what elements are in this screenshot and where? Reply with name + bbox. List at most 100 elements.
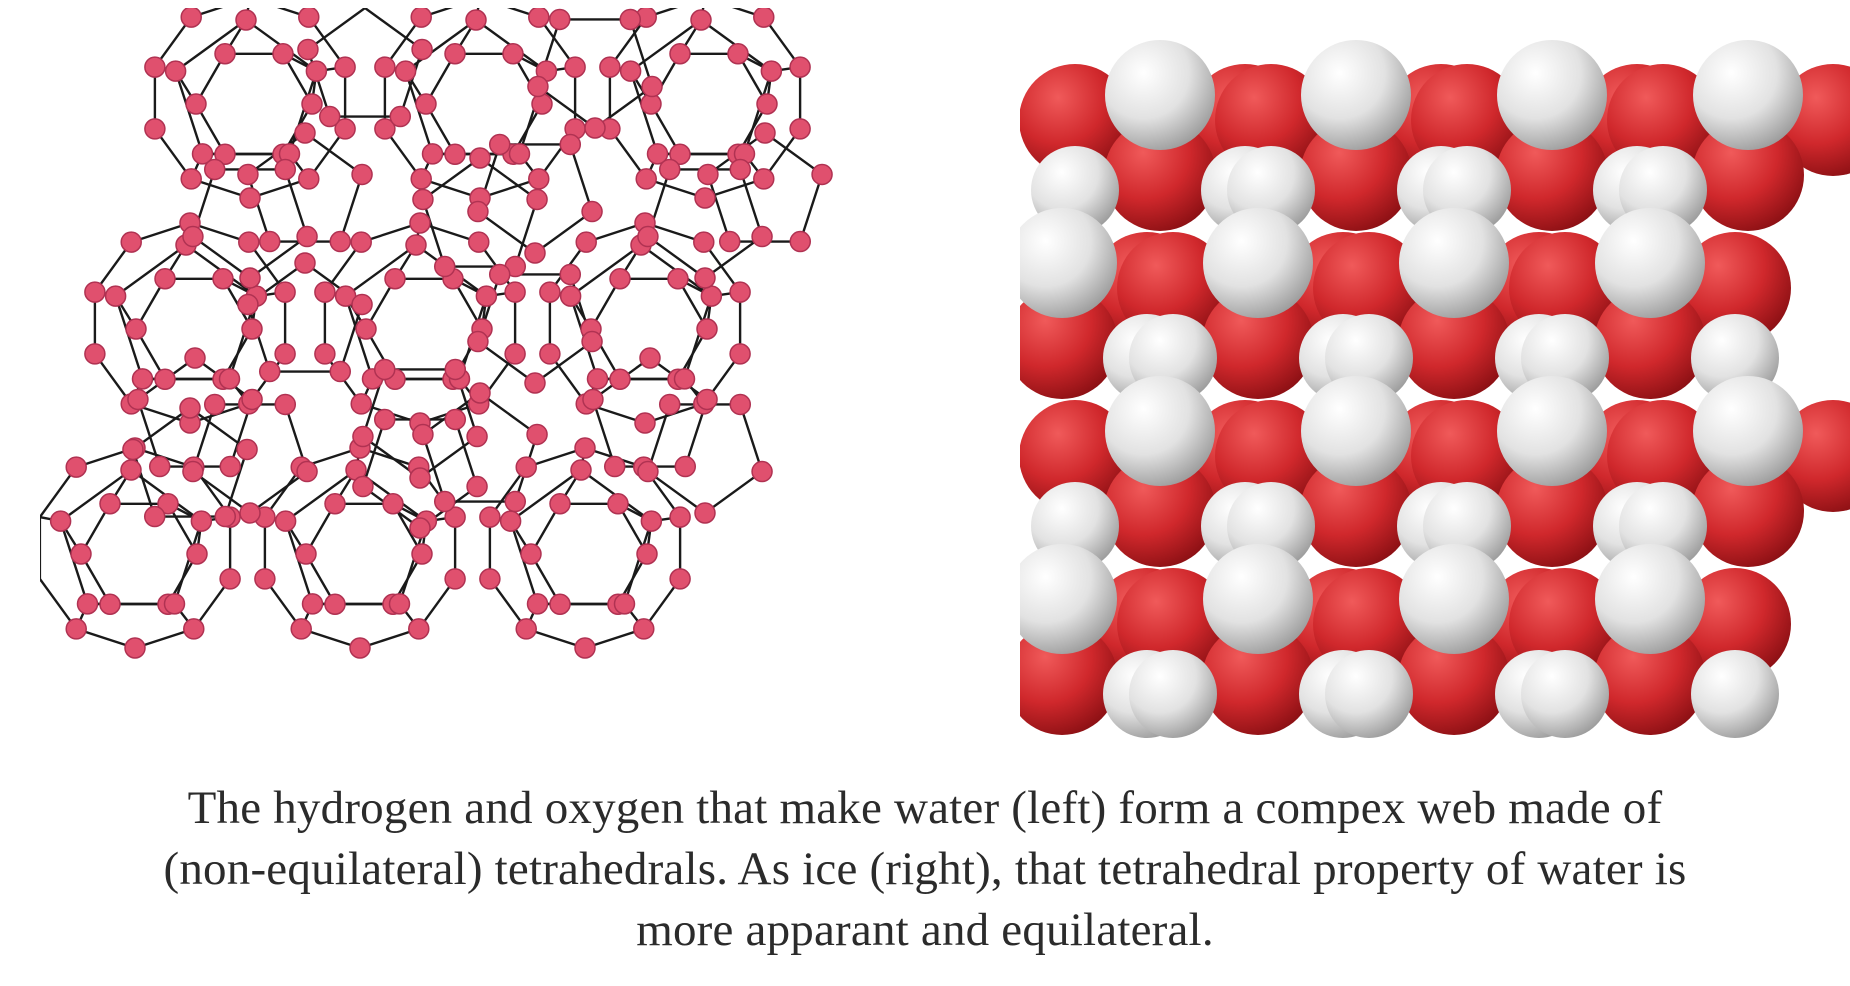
atom-node — [350, 231, 372, 253]
atom-node — [127, 388, 149, 411]
atom-node — [526, 423, 548, 446]
bond-line — [514, 199, 539, 267]
atom-node — [384, 268, 406, 290]
atom-node — [164, 60, 187, 82]
atom-node — [212, 268, 234, 290]
bond-line — [249, 470, 308, 514]
bond-line — [454, 419, 479, 487]
atom-node — [298, 8, 320, 28]
atom-node — [235, 9, 257, 31]
atom-node — [756, 93, 778, 115]
atom-node — [570, 459, 592, 481]
bond-line — [569, 144, 594, 212]
atom-node — [637, 225, 659, 248]
bond-line — [537, 85, 596, 129]
atom-node — [658, 158, 681, 181]
bond-line — [174, 70, 204, 155]
bond-line — [477, 340, 536, 384]
atom-node — [582, 388, 604, 411]
caption-line-1: The hydrogen and oxygen that make water … — [187, 782, 1663, 834]
atom-node — [182, 225, 204, 248]
atom-node — [669, 568, 691, 590]
oxygen-sphere — [1020, 64, 1131, 176]
hydrogen-sphere — [1105, 40, 1215, 150]
bond-line — [421, 434, 446, 502]
bond-line — [509, 520, 539, 605]
atom-node — [673, 368, 696, 390]
bond-line — [59, 469, 132, 523]
atom-node — [549, 493, 571, 515]
oxygen-sphere — [1104, 119, 1216, 231]
atom-node — [559, 133, 582, 156]
atom-node — [297, 38, 319, 61]
bond-line — [591, 399, 616, 467]
hydrogen-sphere — [1325, 650, 1413, 738]
oxygen-sphere — [1202, 623, 1314, 735]
atom-node — [388, 593, 411, 615]
atom-node — [531, 93, 553, 115]
atom-node — [502, 43, 524, 65]
hydrogen-sphere — [1105, 376, 1215, 486]
atom-node — [182, 460, 204, 483]
atom-node — [524, 372, 546, 394]
atom-node — [729, 158, 752, 181]
atom-node — [241, 318, 263, 340]
atom-node — [488, 263, 511, 286]
atom-node — [191, 143, 214, 165]
hydrogen-sphere — [1203, 208, 1313, 318]
atom-node — [214, 143, 236, 165]
atom-node — [203, 158, 226, 181]
bond-line — [307, 8, 366, 51]
atom-node — [674, 455, 697, 478]
atom-node — [760, 60, 783, 82]
atom-node — [669, 506, 691, 528]
atom-node — [180, 168, 202, 190]
atom-node — [415, 93, 437, 115]
atom-node — [180, 8, 202, 28]
atom-node — [334, 56, 356, 78]
bond-line — [344, 244, 417, 298]
atom-node — [84, 281, 106, 303]
atom-node — [508, 143, 531, 165]
atom-node — [239, 502, 261, 524]
bond-line — [192, 470, 251, 514]
atom-node — [409, 212, 431, 234]
atom-node — [104, 285, 127, 307]
atom-node — [355, 318, 377, 340]
atom-node — [238, 231, 260, 253]
atom-node — [324, 593, 346, 615]
bond-line — [534, 210, 593, 254]
atom-node — [444, 43, 466, 65]
oxygen-sphere — [1104, 455, 1216, 567]
bond-line — [192, 235, 251, 279]
atom-node — [351, 163, 373, 186]
atom-node — [599, 56, 621, 78]
bond-line — [284, 520, 314, 605]
atom-node — [574, 637, 596, 659]
atom-node — [120, 459, 142, 481]
atom-node — [444, 506, 466, 528]
atom-node — [693, 231, 715, 253]
bond-line — [344, 295, 374, 380]
hydrogen-sphere — [1497, 40, 1607, 150]
atom-node — [237, 163, 259, 186]
atom-node — [301, 93, 323, 115]
bond-line — [683, 295, 713, 380]
atom-node — [609, 268, 631, 290]
hydrogen-sphere — [1020, 544, 1117, 654]
bond-line — [339, 174, 364, 242]
atom-node — [646, 143, 669, 165]
atom-node — [479, 568, 501, 590]
atom-node — [504, 343, 526, 365]
atom-node — [444, 143, 466, 165]
atom-node — [143, 505, 166, 528]
atom-node — [729, 343, 751, 365]
atom-node — [290, 618, 312, 640]
atom-node — [239, 267, 261, 289]
atom-node — [144, 56, 166, 78]
atom-node — [466, 475, 488, 498]
oxygen-sphere — [1679, 232, 1791, 344]
figure-caption: The hydrogen and oxygen that make water … — [40, 778, 1810, 961]
atom-node — [754, 122, 776, 144]
bond-line — [224, 449, 249, 517]
